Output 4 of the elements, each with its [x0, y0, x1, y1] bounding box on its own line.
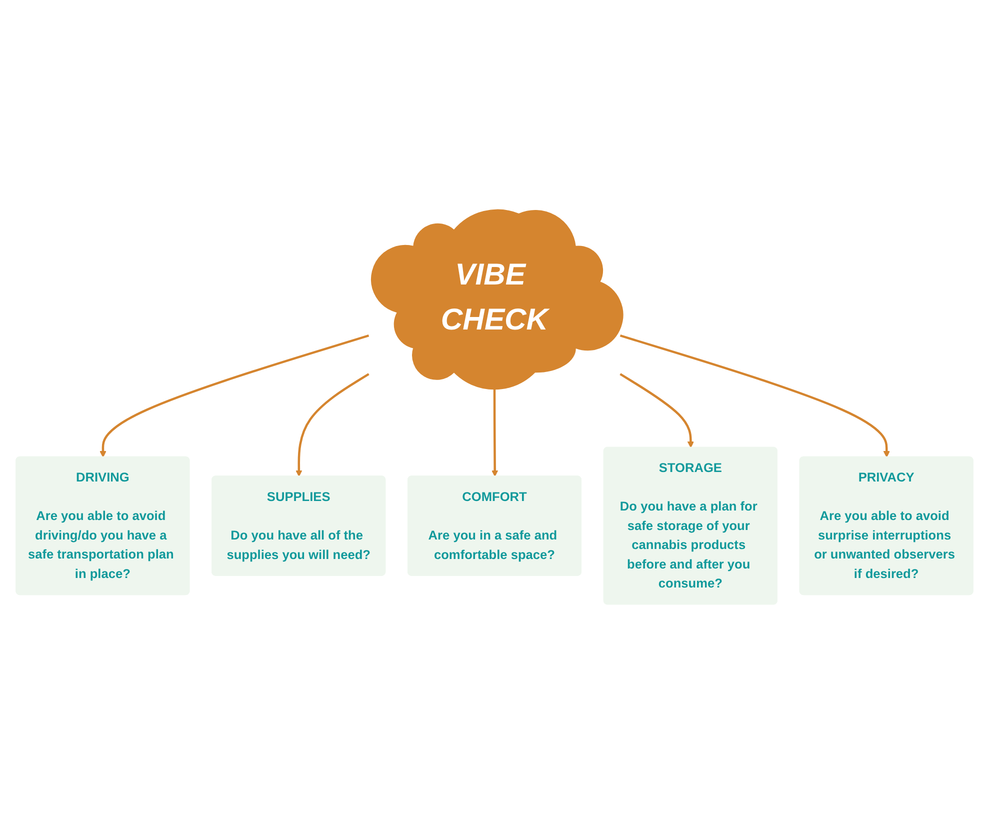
arrow: [620, 373, 694, 448]
arrow: [296, 373, 370, 477]
arrow: [620, 334, 890, 458]
arrow: [100, 334, 370, 458]
